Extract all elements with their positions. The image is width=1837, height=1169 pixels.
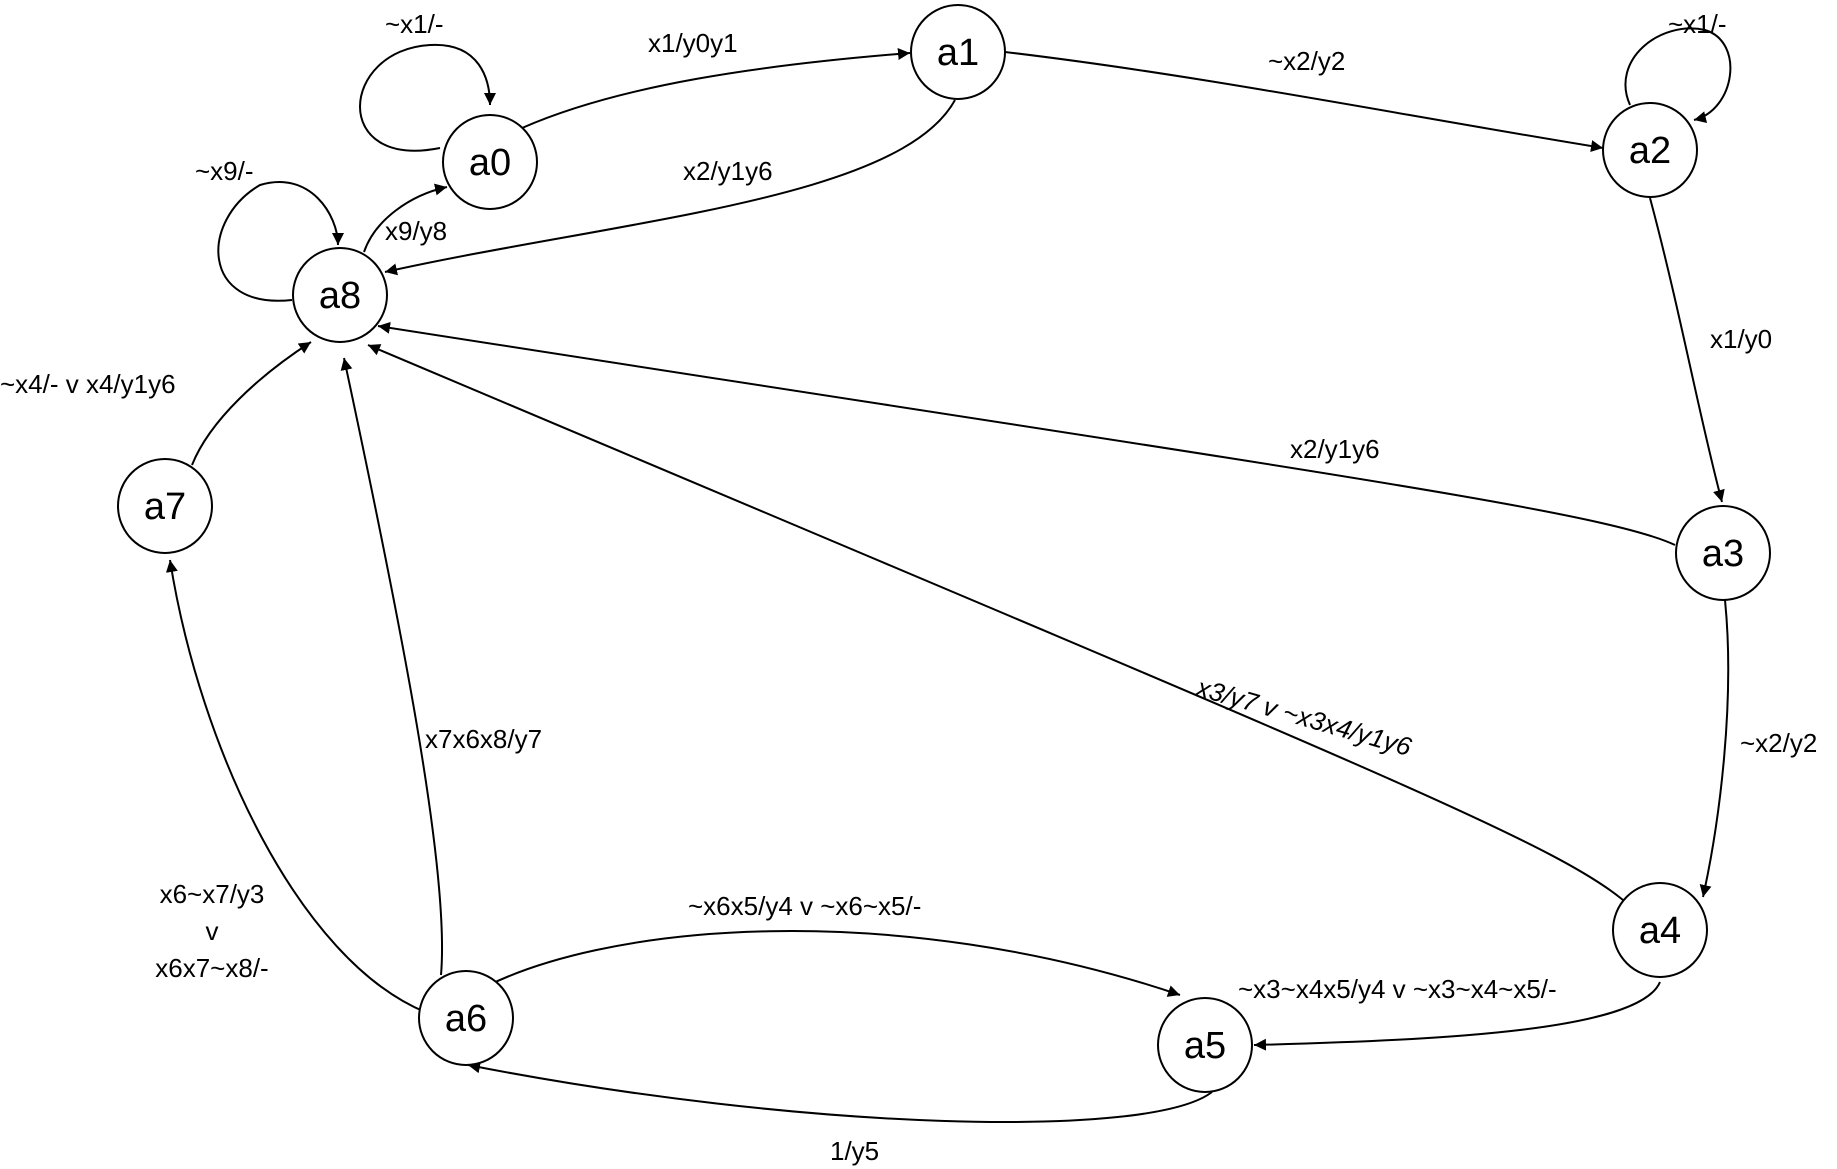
label-a6-a8: x7x6x8/y7 [425,724,542,754]
edge-a2-a3 [1649,197,1725,503]
edge-a2-loop [1624,27,1732,123]
state-a3-label: a3 [1702,533,1744,575]
state-a4: a4 [1612,882,1708,978]
edge-a6-a7 [165,559,426,1013]
label-a1-a2: ~x2/y2 [1268,46,1345,76]
edge-a4-a8 [367,344,1624,901]
label-a6-a7-line1: x6~x7/y3 [160,879,265,909]
label-a7-a8: ~x4/- v x4/y1y6 [0,369,176,399]
state-a4-label: a4 [1639,910,1681,952]
state-a2: a2 [1602,102,1698,198]
state-a0: a0 [442,114,538,210]
label-a1-a8: x2/y1y6 [683,156,773,186]
state-a1: a1 [910,4,1006,100]
label-a5-a6: 1/y5 [830,1136,879,1166]
state-a7-label: a7 [144,486,186,528]
state-a6: a6 [418,970,514,1066]
edge-a6-a5 [469,930,1181,997]
label-a3-a4: ~x2/y2 [1740,728,1817,758]
state-a0-label: a0 [469,142,511,184]
label-a6-a7-line2: v [206,916,219,946]
edge-a6-a8 [340,357,444,976]
edge-a0-loop [359,43,496,152]
state-a3: a3 [1675,505,1771,601]
label-a4-a8: x3/y7 v ~x3x4/y1y6 [1191,671,1415,762]
label-a8-loop: ~x9/- [195,156,254,186]
state-a8: a8 [292,247,388,343]
edge-a4-a5 [1253,981,1661,1051]
state-a6-label: a6 [445,998,487,1040]
label-a6-a5: ~x6x5/y4 v ~x6~x5/- [688,891,921,921]
state-a1-label: a1 [937,32,979,74]
edge-a3-a4 [1699,599,1730,898]
state-a5-label: a5 [1184,1025,1226,1067]
edge-a5-a6 [467,1061,1213,1123]
label-a4-a5: ~x3~x4x5/y4 v ~x3~x4~x5/- [1238,974,1557,1004]
state-a7: a7 [117,458,213,554]
label-a2-loop: ~x1/- [1668,9,1727,39]
label-a0-loop: ~x1/- [385,9,444,39]
label-a8-a0: x9/y8 [385,216,447,246]
edge-a8-loop [217,181,344,302]
label-a0-a1: x1/y0y1 [648,28,738,58]
label-a2-a3: x1/y0 [1710,324,1772,354]
state-a5: a5 [1157,997,1253,1093]
edge-a8-a0 [363,183,448,253]
edge-a7-a8 [191,341,312,466]
label-a6-a7-line3: x6x7~x8/- [155,953,268,983]
edge-a1-a2 [1004,51,1604,152]
edge-a0-a1 [521,47,911,129]
state-a8-label: a8 [319,275,361,317]
state-a2-label: a2 [1629,130,1671,172]
edge-a1-a8 [384,99,956,276]
edge-a3-a8 [377,321,1676,546]
label-a3-a8: x2/y1y6 [1290,434,1380,464]
